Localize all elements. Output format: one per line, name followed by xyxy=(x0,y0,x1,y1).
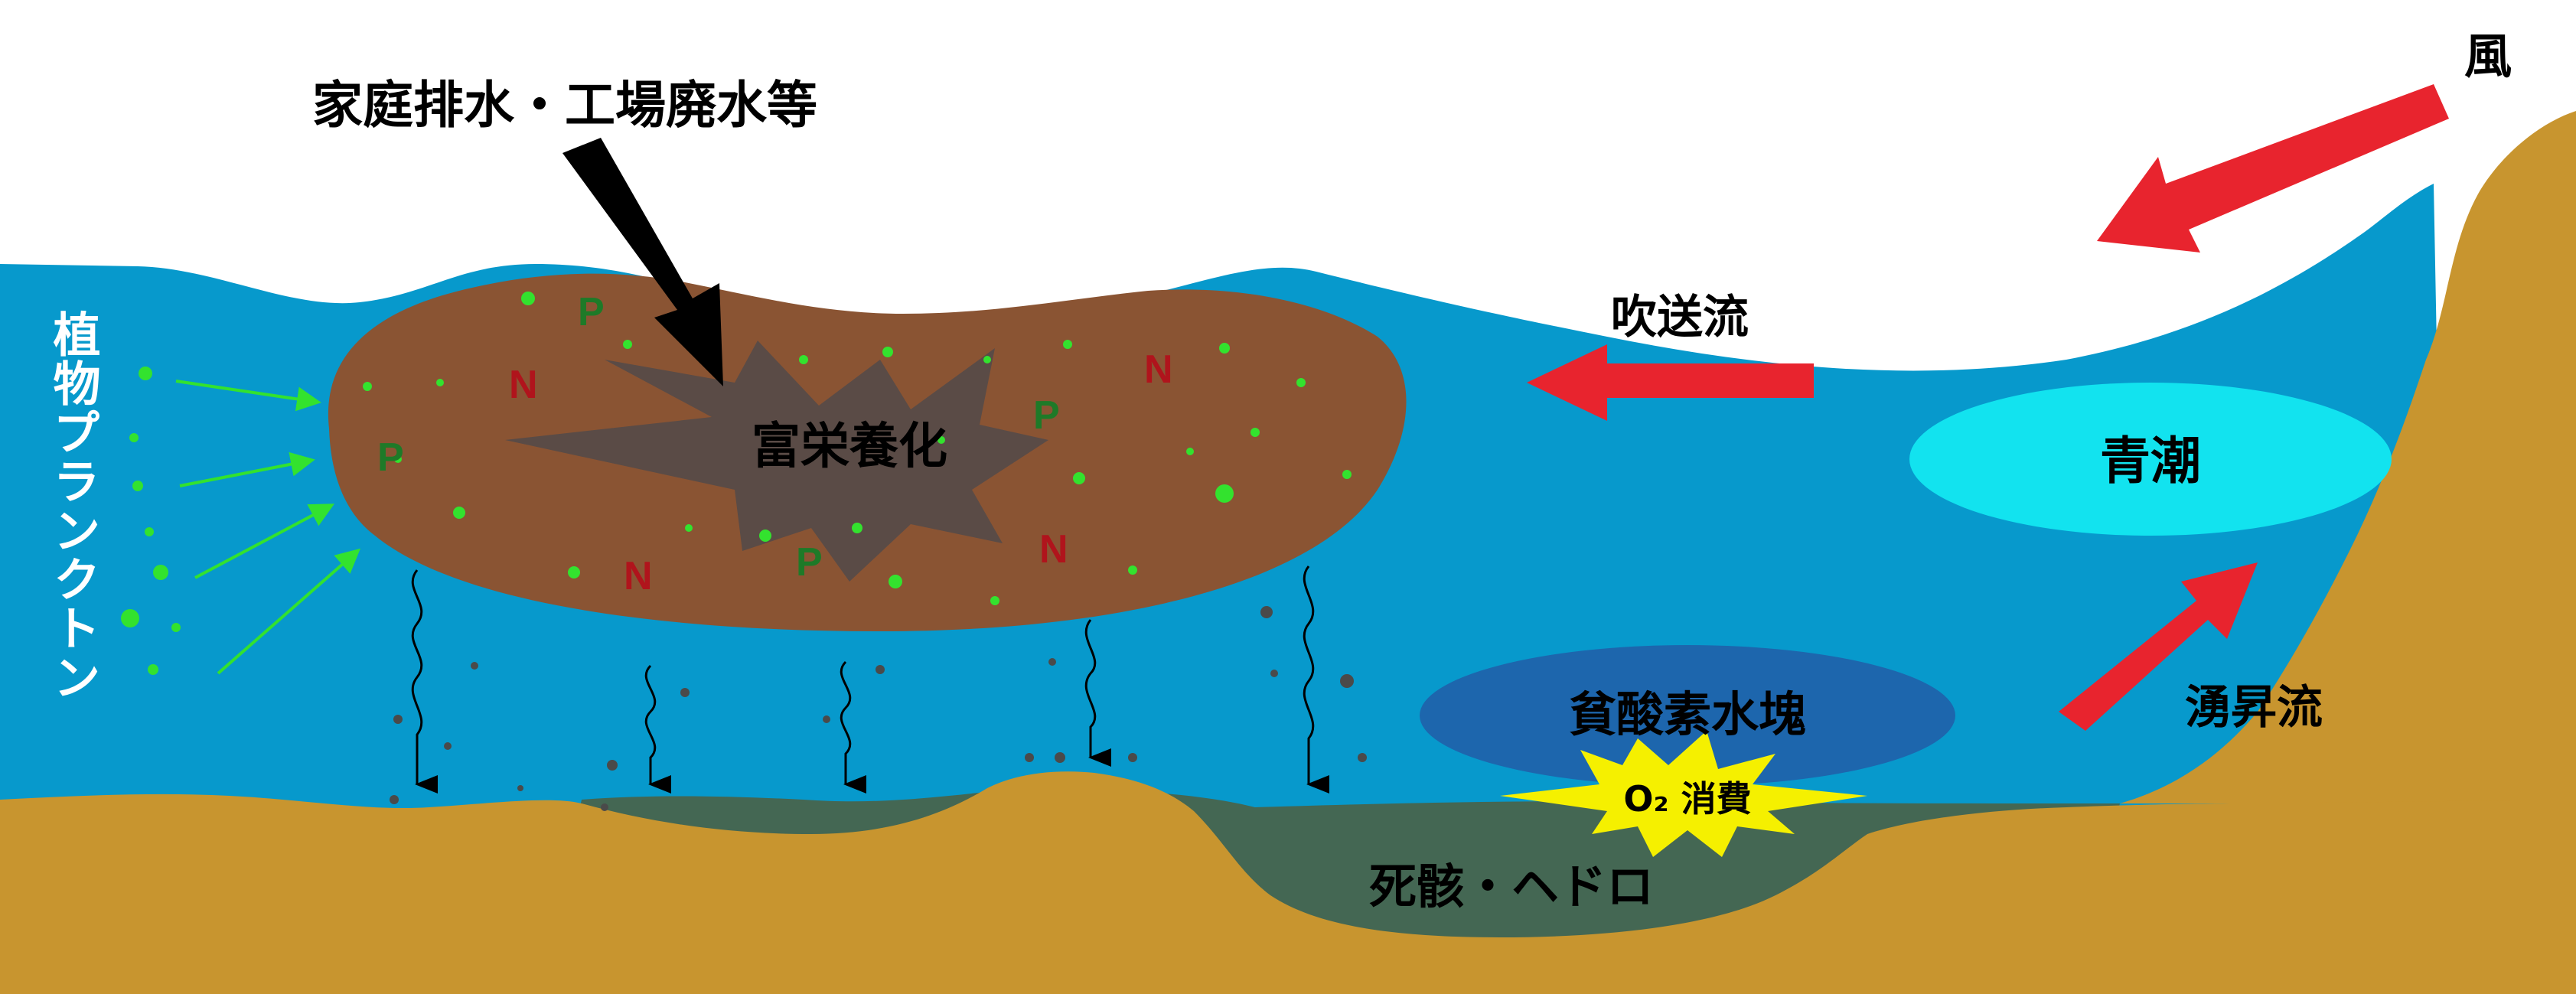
eutrophication-burst xyxy=(505,341,1048,582)
nutrient-p: P xyxy=(796,540,823,585)
nutrient-n: N xyxy=(509,363,538,407)
blue-tide-label: 青潮 xyxy=(2100,432,2201,490)
nutrient-n: N xyxy=(624,554,653,598)
plankton-arrows xyxy=(175,380,361,675)
wind-driven-current-arrow xyxy=(1527,344,1814,421)
sewage-label: 家庭排水・工場廃水等 xyxy=(312,76,817,135)
wind-label: 風 xyxy=(2464,28,2512,84)
bloom-specks xyxy=(363,292,1352,605)
nutrient-n: N xyxy=(1144,347,1173,392)
oxygen-consumption-label: O₂ 消費 xyxy=(1623,778,1751,820)
sludge-label: 死骸・ヘドロ xyxy=(1369,859,1654,914)
wind-driven-current-label: 吹送流 xyxy=(1611,291,1749,344)
o2-consumption-burst xyxy=(1500,731,1867,857)
nutrient-letters: P N N P N P N P xyxy=(377,290,1173,598)
right-cliff xyxy=(2120,111,2576,803)
seabed xyxy=(0,771,2576,994)
nutrient-p: P xyxy=(377,435,404,480)
anoxic-water-mass-label: 貧酸素水塊 xyxy=(1569,686,1806,742)
nutrient-n: N xyxy=(1039,527,1068,572)
debris-specks xyxy=(390,606,1367,811)
eutrophication-label: 富栄養化 xyxy=(752,419,947,475)
sewage-arrow xyxy=(562,138,723,386)
upwelling-arrow xyxy=(2059,562,2258,731)
blue-tide-ellipse xyxy=(1909,383,2392,536)
nutrient-p: P xyxy=(1033,393,1060,438)
anoxic-water-mass-ellipse xyxy=(1420,645,1955,786)
plankton-specks xyxy=(121,367,181,675)
upwelling-label: 湧昇流 xyxy=(2185,681,2323,735)
wind-arrow xyxy=(2097,84,2449,253)
sinking-debris-arrows xyxy=(411,565,1329,794)
nutrient-p: P xyxy=(578,290,605,334)
phytoplankton-label: 植物プランクトン xyxy=(45,310,101,702)
